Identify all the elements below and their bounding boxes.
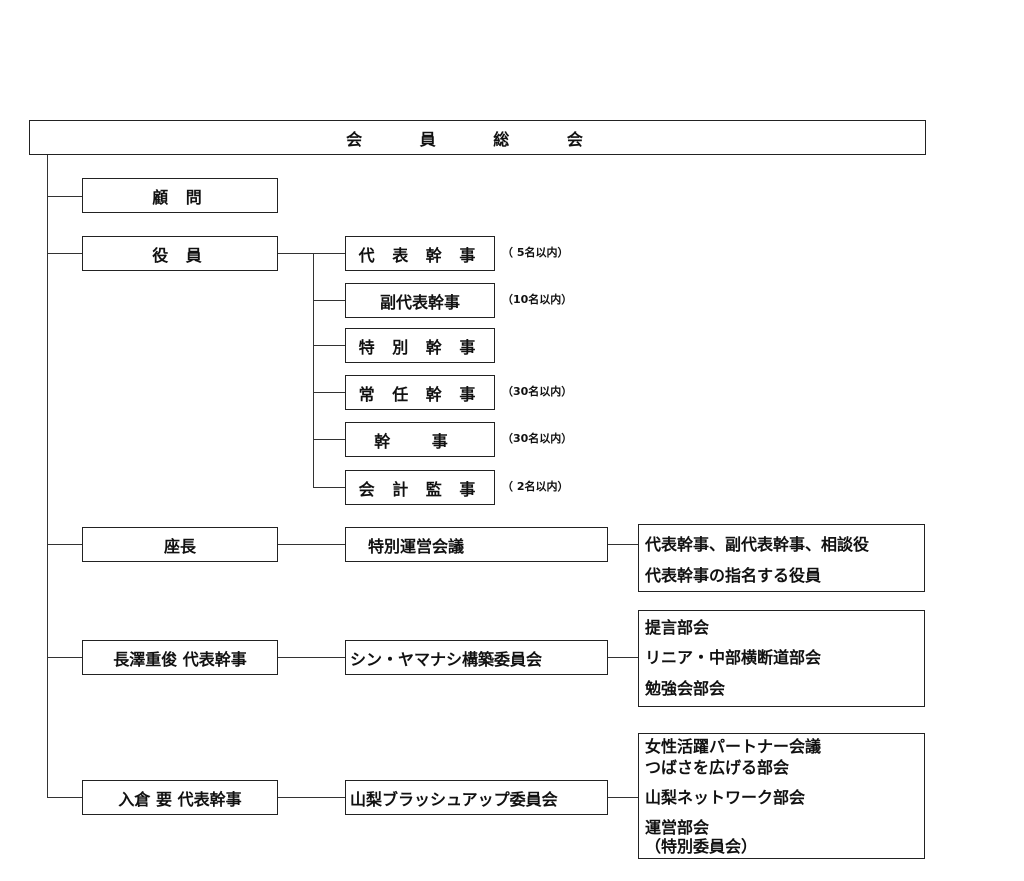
special-meeting-members-box: 代表幹事、副代表幹事、相談役 代表幹事の指名する役員 (638, 524, 925, 592)
officer-limit-note: （10名以内） (502, 293, 573, 306)
officer-branch-line (313, 487, 345, 488)
branch-line-zacho (47, 544, 82, 545)
committee-label: 特別運営会議 (368, 536, 465, 556)
group-item: 代表幹事、副代表幹事、相談役 (645, 535, 870, 554)
officer-label: 副代表幹事 (379, 292, 460, 312)
irikura-box: 入倉 要 代表幹事 (82, 780, 278, 815)
officers-connector-line (278, 253, 313, 254)
yamanashi-brushup-committee-box: 山梨ブラッシュアップ委員会 (345, 780, 608, 815)
officer-limit-note: （ 5名以内） (502, 246, 569, 259)
officer-branch-line (313, 253, 345, 254)
committee-label: シン・ヤマナシ構築委員会 (350, 649, 543, 669)
nagasawa-label: 長澤重俊 代表幹事 (113, 649, 247, 669)
chair-label: 座長 (163, 536, 196, 556)
group-item: （特別委員会） (645, 837, 758, 856)
nagasawa-box: 長澤重俊 代表幹事 (82, 640, 278, 675)
committee-connector-line (278, 797, 345, 798)
officer-label: 会 計 監 事 (358, 479, 482, 499)
officer-box-standing: 常 任 幹 事 (345, 375, 495, 410)
yamanashi-brushup-subgroups-box: 女性活躍パートナー会議 つばさを広げる部会 山梨ネットワーク部会 運営部会 （特… (638, 733, 925, 859)
group-item: 代表幹事の指名する役員 (645, 566, 822, 585)
officer-box-auditor: 会 計 監 事 (345, 470, 495, 505)
officer-branch-line (313, 392, 345, 393)
officer-box-representative: 代 表 幹 事 (345, 236, 495, 271)
officers-box: 役 員 (82, 236, 278, 271)
officer-branch-line (313, 300, 345, 301)
advisor-label: 顧 問 (152, 187, 208, 207)
group-item: 勉強会部会 (645, 679, 726, 698)
group-item: 山梨ネットワーク部会 (645, 788, 806, 807)
committee-connector-line (278, 544, 345, 545)
main-trunk-line (47, 155, 48, 797)
general-assembly-label: 会 員 総 会 (346, 129, 609, 149)
group-connector-line (608, 797, 638, 798)
special-management-meeting-box: 特別運営会議 (345, 527, 608, 562)
officer-label: 幹 事 (374, 431, 466, 451)
shin-yamanashi-committee-box: シン・ヤマナシ構築委員会 (345, 640, 608, 675)
officer-label: 常 任 幹 事 (358, 384, 482, 404)
branch-line-irikura (47, 797, 82, 798)
advisor-box: 顧 問 (82, 178, 278, 213)
group-item: 女性活躍パートナー会議 (645, 737, 822, 756)
officer-box-secretary: 幹 事 (345, 422, 495, 457)
group-connector-line (608, 657, 638, 658)
chair-box: 座長 (82, 527, 278, 562)
committee-connector-line (278, 657, 345, 658)
officer-limit-note: （ 2名以内） (502, 480, 569, 493)
officer-branch-line (313, 345, 345, 346)
officers-label: 役 員 (152, 245, 208, 265)
officers-trunk-line (313, 253, 314, 487)
committee-label: 山梨ブラッシュアップ委員会 (350, 789, 558, 809)
officer-box-special: 特 別 幹 事 (345, 328, 495, 363)
group-item: つばさを広げる部会 (645, 758, 790, 777)
shin-yamanashi-subgroups-box: 提言部会 リニア・中部横断道部会 勉強会部会 (638, 610, 925, 707)
officer-limit-note: （30名以内） (502, 385, 573, 398)
group-connector-line (608, 544, 638, 545)
branch-line-yakuin (47, 253, 82, 254)
group-item: 提言部会 (645, 618, 710, 637)
group-item: リニア・中部横断道部会 (645, 648, 822, 667)
irikura-label: 入倉 要 代表幹事 (118, 789, 242, 809)
branch-line-nagasawa (47, 657, 82, 658)
general-assembly-box: 会 員 総 会 (29, 120, 926, 155)
officer-label: 特 別 幹 事 (358, 337, 482, 357)
group-item: 運営部会 (645, 818, 710, 837)
officer-limit-note: （30名以内） (502, 432, 573, 445)
branch-line-komon (47, 196, 82, 197)
officer-box-vice-representative: 副代表幹事 (345, 283, 495, 318)
officer-branch-line (313, 439, 345, 440)
officer-label: 代 表 幹 事 (358, 245, 482, 265)
